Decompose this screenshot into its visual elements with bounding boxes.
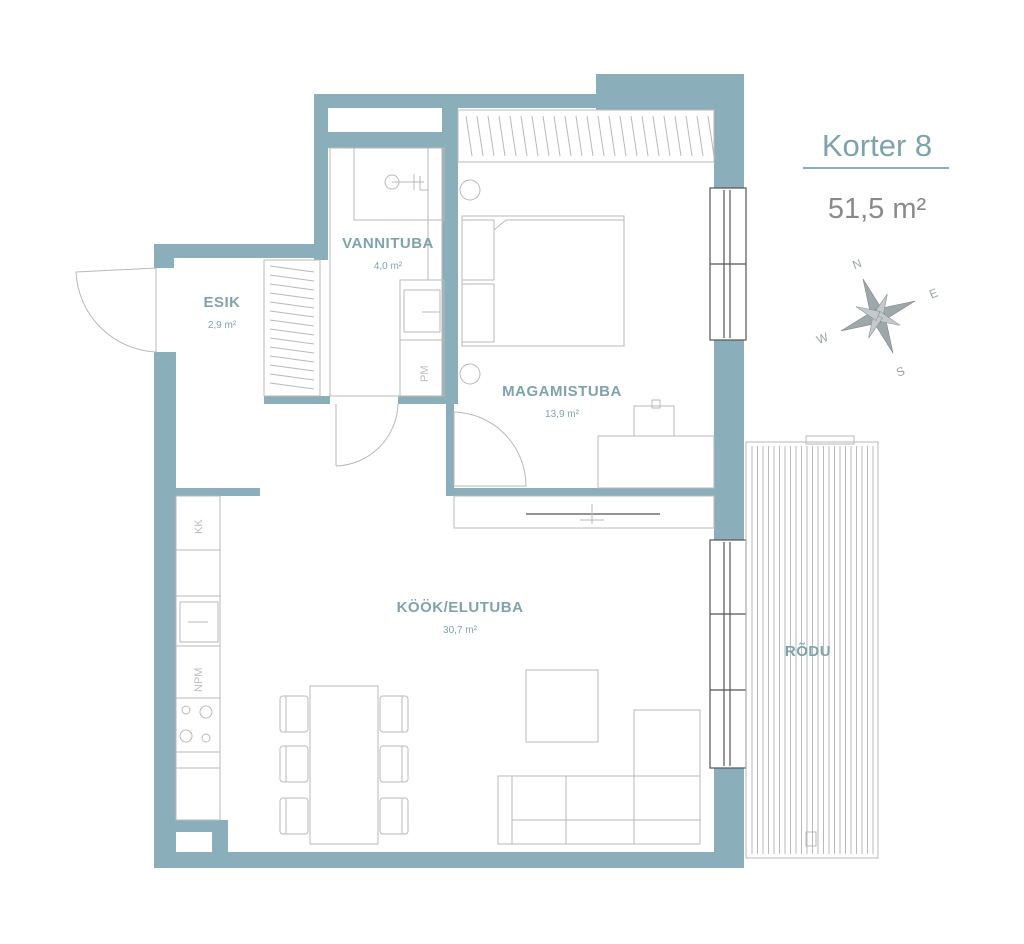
room-name-magamistuba: MAGAMISTUBA <box>502 383 622 400</box>
room-area-magamistuba: 13,9 m² <box>545 409 580 420</box>
bathroom-fixtures: PM <box>329 147 445 397</box>
apartment-area: 51,5 m² <box>827 193 927 225</box>
windows <box>709 187 747 769</box>
compass-west: W <box>814 330 830 347</box>
compass-east: E <box>927 286 940 302</box>
room-name-vannituba: VANNITUBA <box>342 235 434 252</box>
kitchen-units: KK NPM <box>175 495 221 821</box>
compass-rose-icon: N E S W <box>814 256 940 380</box>
apartment-title: Korter 8 <box>821 128 933 163</box>
title-underline <box>803 167 949 169</box>
room-name-esik: ESIK <box>203 294 240 311</box>
walls <box>154 74 744 868</box>
living-furniture <box>497 669 701 845</box>
doors <box>75 267 527 487</box>
compass-north: N <box>850 256 863 272</box>
balcony <box>745 435 879 859</box>
dining-set <box>279 685 409 845</box>
room-area-vannituba: 4,0 m² <box>374 261 403 272</box>
washing-machine-label: PM <box>419 366 431 383</box>
dishwasher-label: NPM <box>193 668 205 692</box>
bedroom-furniture <box>453 179 715 529</box>
compass-south: S <box>894 364 907 380</box>
room-labels: VANNITUBA 4,0 m² ESIK 2,9 m² MAGAMISTUBA… <box>203 235 831 660</box>
wardrobes <box>263 109 715 397</box>
room-name-kook: KÖÖK/ELUTUBA <box>397 599 524 616</box>
room-area-kook: 30,7 m² <box>443 625 478 636</box>
room-area-esik: 2,9 m² <box>208 320 237 331</box>
fridge-label: KK <box>193 519 205 534</box>
room-name-rodu: RÕDU <box>785 642 831 660</box>
